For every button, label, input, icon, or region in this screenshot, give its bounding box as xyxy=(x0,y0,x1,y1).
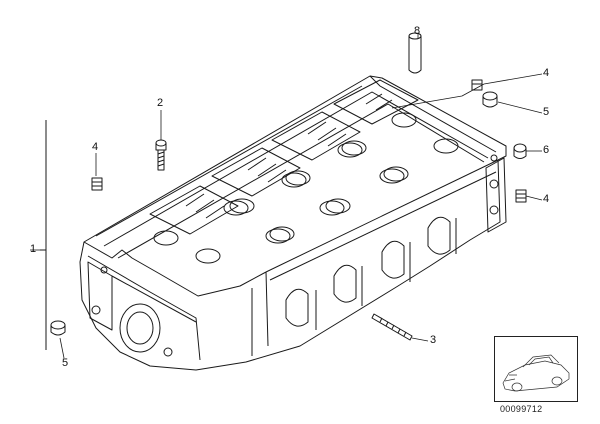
callout-3: 3 xyxy=(430,334,437,346)
callout-8: 8 xyxy=(414,25,421,37)
cylinder-head-body xyxy=(79,75,507,371)
car-thumbnail xyxy=(494,336,578,402)
callout-4-top: 4 xyxy=(543,67,550,79)
cam-bay-4 xyxy=(333,79,459,182)
plug-part-4-right xyxy=(515,189,527,203)
cap-part-6 xyxy=(513,143,527,159)
bolt-part-2 xyxy=(155,139,167,171)
plug-part-4-left xyxy=(91,177,103,191)
reference-number: 00099712 xyxy=(500,404,543,414)
callout-5-top: 5 xyxy=(543,106,550,118)
cap-part-5-top xyxy=(482,91,498,108)
cam-bay-1 xyxy=(149,185,291,264)
callout-1: 1 xyxy=(30,243,37,255)
callout-4-left: 4 xyxy=(92,141,99,153)
car-thumbnail-icon xyxy=(502,354,570,392)
plug-part-4-top xyxy=(471,79,483,91)
end-bore xyxy=(119,303,161,353)
callout-6: 6 xyxy=(543,144,550,156)
sleeve-part-8 xyxy=(408,32,422,74)
leader-lines xyxy=(30,34,543,359)
cam-bay-3 xyxy=(271,111,405,214)
cam-bay-2 xyxy=(211,147,345,242)
stud-part-3 xyxy=(371,313,413,341)
cap-part-5-left xyxy=(50,320,66,336)
callout-4-right: 4 xyxy=(543,193,550,205)
callout-2: 2 xyxy=(157,97,164,109)
callout-5-left: 5 xyxy=(62,357,69,369)
